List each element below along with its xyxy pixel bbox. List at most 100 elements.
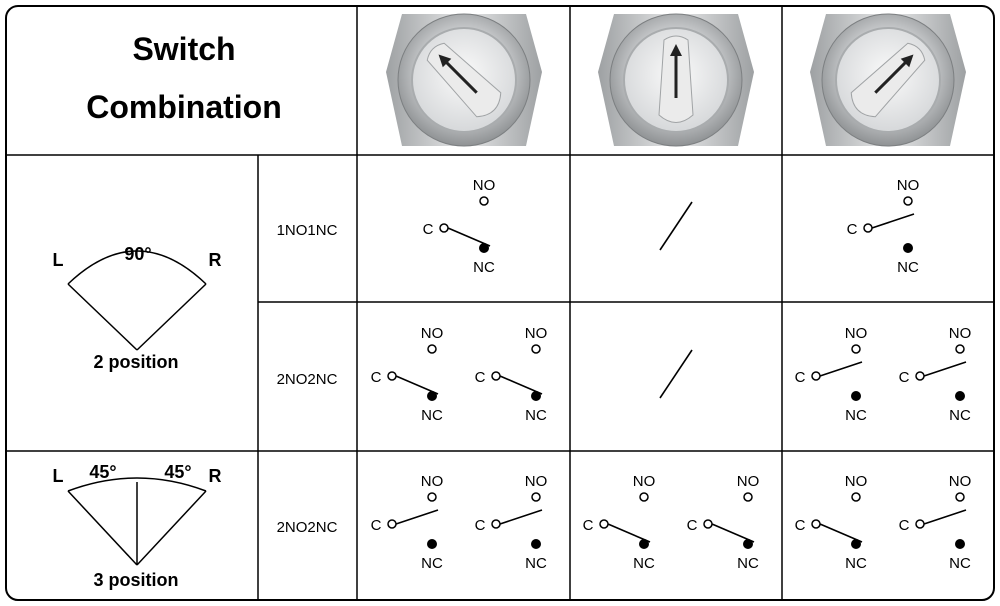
table-title-line2: Combination	[86, 89, 282, 125]
contact-lever	[923, 361, 967, 377]
contact-lever	[819, 361, 863, 377]
contact-lever	[499, 509, 543, 525]
contact-lever	[395, 509, 439, 525]
two-position-arc	[67, 250, 207, 285]
two-position-left-label: L	[53, 250, 64, 270]
terminal-nc-label: NC	[421, 555, 443, 572]
terminal-no-dot	[903, 196, 913, 206]
knob-photos	[386, 13, 966, 147]
not-applicable-slash	[659, 201, 693, 251]
switch-contact: C NO NC	[371, 325, 444, 424]
terminal-no-label: NO	[473, 177, 496, 194]
terminal-c-dot	[915, 519, 925, 529]
terminal-nc-dot	[955, 391, 965, 401]
terminal-nc-label: NC	[421, 407, 443, 424]
knob-arrow-shaft	[874, 60, 908, 94]
terminal-nc-label: NC	[897, 259, 919, 276]
terminal-c-dot	[491, 371, 501, 381]
knob-lever	[426, 42, 502, 118]
row-label-1: 1NO1NC	[277, 222, 338, 239]
knob-lever	[658, 35, 694, 123]
terminal-c-label: C	[847, 221, 858, 238]
terminal-c-dot	[491, 519, 501, 529]
terminal-c-dot	[387, 371, 397, 381]
three-position-caption: 3 position	[94, 570, 179, 590]
terminal-c-dot	[387, 519, 397, 529]
contact-lever	[447, 227, 491, 247]
terminal-nc-label: NC	[473, 259, 495, 276]
terminal-no-dot	[531, 492, 541, 502]
three-position-arc	[67, 477, 207, 492]
three-position-diagram: L R 45° 45° 3 position	[53, 462, 222, 590]
contact-lever	[499, 375, 543, 395]
terminal-nc-label: NC	[525, 407, 547, 424]
not-applicable-slash	[659, 349, 693, 399]
row-label-2: 2NO2NC	[277, 371, 338, 388]
terminal-c-label: C	[899, 517, 910, 534]
terminal-nc-label: NC	[949, 555, 971, 572]
row-label-3: 2NO2NC	[277, 519, 338, 536]
terminal-c-label: C	[687, 517, 698, 534]
terminal-c-label: C	[795, 517, 806, 534]
contact-diagrams: C NO NC C NO NC C NO NC C NO NC C NO NC C NO NC C NO NC C NO NC…	[371, 177, 972, 572]
terminal-no-dot	[851, 344, 861, 354]
two-position-right-label: R	[209, 250, 222, 270]
terminal-c-dot	[915, 371, 925, 381]
terminal-no-dot	[427, 492, 437, 502]
three-position-angle-left-label: 45°	[89, 462, 116, 482]
knob-lever	[850, 42, 926, 118]
terminal-c-dot	[863, 223, 873, 233]
terminal-no-label: NO	[949, 473, 972, 490]
terminal-nc-dot	[851, 391, 861, 401]
contact-lever	[871, 213, 915, 229]
terminal-nc-dot	[531, 539, 541, 549]
knob-arrow-shaft	[444, 60, 478, 94]
terminal-no-label: NO	[897, 177, 920, 194]
three-position-right-arm	[136, 490, 207, 566]
terminal-no-dot	[639, 492, 649, 502]
terminal-c-label: C	[475, 369, 486, 386]
contact-lever	[395, 375, 439, 395]
terminal-c-label: C	[423, 221, 434, 238]
two-position-diagram: L R 90° 2 position	[53, 244, 222, 372]
terminal-c-dot	[811, 519, 821, 529]
terminal-c-dot	[811, 371, 821, 381]
terminal-no-label: NO	[525, 473, 548, 490]
terminal-no-label: NO	[845, 473, 868, 490]
three-position-angle-right-label: 45°	[164, 462, 191, 482]
arrow-icon	[670, 44, 682, 56]
terminal-no-dot	[851, 492, 861, 502]
terminal-no-label: NO	[845, 325, 868, 342]
switch-contact: C NO NC	[423, 177, 496, 276]
contact-lever	[711, 523, 755, 543]
terminal-c-label: C	[371, 517, 382, 534]
terminal-no-label: NO	[737, 473, 760, 490]
terminal-c-label: C	[583, 517, 594, 534]
terminal-no-label: NO	[421, 473, 444, 490]
terminal-no-label: NO	[421, 325, 444, 342]
terminal-no-dot	[955, 492, 965, 502]
terminal-c-label: C	[795, 369, 806, 386]
three-position-left-label: L	[53, 466, 64, 486]
two-position-angle-label: 90°	[124, 244, 151, 264]
terminal-c-label: C	[371, 369, 382, 386]
switch-contact: C NO NC	[687, 473, 760, 572]
terminal-nc-dot	[427, 539, 437, 549]
terminal-c-label: C	[899, 369, 910, 386]
terminal-c-label: C	[475, 517, 486, 534]
three-position-left-arm	[67, 490, 138, 566]
switch-contact: C NO NC	[371, 473, 444, 572]
terminal-no-dot	[531, 344, 541, 354]
contact-lever	[607, 523, 651, 543]
terminal-nc-dot	[955, 539, 965, 549]
terminal-no-label: NO	[949, 325, 972, 342]
switch-contact: C NO NC	[847, 177, 920, 276]
terminal-no-dot	[955, 344, 965, 354]
terminal-nc-label: NC	[737, 555, 759, 572]
terminal-nc-label: NC	[633, 555, 655, 572]
